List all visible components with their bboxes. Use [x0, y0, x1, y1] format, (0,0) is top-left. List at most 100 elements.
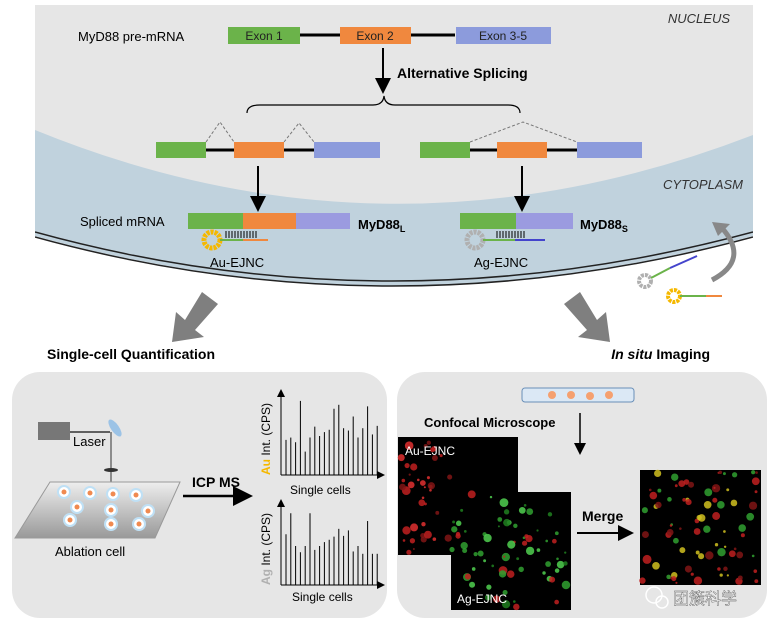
- fluorescence-spot: [733, 547, 737, 551]
- fluorescence-spot: [679, 527, 682, 530]
- fluorescence-spot: [748, 501, 758, 510]
- fluorescence-spot: [460, 542, 468, 550]
- fluorescence-spot: [751, 470, 756, 475]
- au-image-label: Au-EJNC: [405, 444, 455, 458]
- fluorescence-spot: [409, 538, 416, 544]
- fluorescence-spot: [696, 514, 702, 521]
- fluorescence-spot: [435, 510, 440, 515]
- fluorescence-spot: [525, 546, 535, 556]
- laser-icon: [38, 419, 122, 490]
- fluorescence-spot: [536, 529, 539, 532]
- fluorescence-spot: [521, 540, 528, 546]
- fluorescence-spot: [669, 524, 673, 527]
- fluorescence-spot: [536, 548, 541, 552]
- fluorescence-spot: [518, 566, 524, 573]
- cells: [57, 485, 155, 531]
- ag-chart-ylabel: Ag Int. (CPS): [259, 513, 273, 585]
- fluorescence-spot: [513, 603, 520, 611]
- fluorescence-spot: [654, 469, 662, 478]
- laser-label: Laser: [73, 434, 106, 449]
- fluorescence-spot: [460, 508, 464, 512]
- fluorescence-spot: [547, 512, 553, 517]
- fluorescence-spot: [501, 552, 510, 562]
- fluorescence-spot: [652, 561, 660, 570]
- splice-variant-long: [156, 121, 380, 158]
- fluorescence-spot: [451, 526, 458, 533]
- fluorescence-spot: [502, 589, 508, 596]
- fluorescence-spot: [447, 474, 453, 480]
- fluorescence-spot: [754, 579, 759, 584]
- fluorescence-spot: [714, 543, 719, 547]
- arrow-to-imaging: [564, 292, 610, 342]
- exon-2: [340, 27, 411, 44]
- fluorescence-spot: [731, 472, 738, 478]
- fluorescence-spot: [685, 498, 692, 506]
- fluorescence-spot: [473, 552, 478, 557]
- fluorescence-spot: [712, 497, 718, 503]
- fluorescence-spot: [688, 481, 695, 488]
- fluorescence-spot: [455, 520, 462, 527]
- fluorescence-spot: [693, 576, 703, 585]
- fluorescence-spot: [751, 554, 755, 558]
- au-ejnc-label: Au-EJNC: [210, 255, 264, 270]
- arrow-to-quantification: [172, 292, 218, 342]
- fluorescence-spot: [561, 580, 571, 590]
- fluorescence-spot: [455, 531, 461, 537]
- cell-membrane: [35, 231, 753, 282]
- fluorescence-spot: [420, 536, 427, 543]
- au-chart-ylabel: Au Int. (CPS): [259, 403, 273, 475]
- fluorescence-spot: [723, 545, 727, 549]
- fluorescence-spot: [407, 442, 411, 446]
- fluorescence-spot: [523, 504, 527, 507]
- fluorescence-spot: [452, 520, 456, 524]
- fluorescence-spot: [552, 538, 557, 544]
- fluorescence-spot: [483, 533, 492, 543]
- fluorescence-spot: [682, 497, 687, 502]
- fluorescence-spot: [499, 498, 509, 508]
- watermark: 团簇科学: [673, 590, 737, 608]
- fluorescence-spot: [722, 472, 726, 476]
- fluorescence-spot: [410, 463, 418, 471]
- fluorescence-spot: [426, 476, 430, 480]
- ag-nanocluster-icon: [464, 229, 545, 251]
- icp-ms-label: ICP MS: [192, 474, 240, 490]
- ag-confocal-image: [451, 492, 571, 610]
- splicing-label: Alternative Splicing: [397, 65, 528, 81]
- fluorescence-spot: [723, 566, 728, 572]
- fluorescence-spot: [503, 518, 511, 527]
- fluorescence-spot: [417, 478, 420, 482]
- fluorescence-spot: [666, 574, 671, 580]
- fluorescence-spot: [401, 478, 406, 483]
- fluorescence-spot: [564, 551, 567, 554]
- ag-ejnc-label: Ag-EJNC: [474, 255, 528, 270]
- fluorescence-spot: [554, 568, 560, 573]
- fluorescence-spot: [717, 547, 726, 557]
- ag-chart: [277, 499, 385, 589]
- fluorescence-spot: [444, 534, 452, 542]
- fluorescence-spot: [704, 488, 713, 497]
- fluorescence-spot: [678, 480, 686, 488]
- fluorescence-spot: [449, 546, 455, 553]
- fluorescence-spot: [639, 577, 646, 584]
- nucleus-label: NUCLEUS: [668, 11, 730, 26]
- fluorescence-spot: [432, 537, 437, 541]
- fluorescence-spot: [462, 548, 468, 554]
- au-chart-xlabel: Single cells: [290, 483, 351, 497]
- fluorescence-spot: [402, 539, 406, 542]
- fluorescence-spot: [671, 473, 679, 481]
- fluorescence-spot: [477, 550, 484, 557]
- probe-entry-icon: [637, 222, 737, 304]
- mrna-long: [188, 213, 350, 229]
- fluorescence-spot: [695, 550, 700, 555]
- fluorescence-spot: [469, 581, 476, 588]
- fluorescence-spot: [430, 447, 435, 453]
- culture-dish-icon: [521, 387, 635, 403]
- fluorescence-spot: [698, 553, 705, 560]
- fluorescence-spot: [705, 551, 714, 560]
- isoform-long-label: MyD88L: [358, 217, 406, 234]
- fluorescence-spot: [703, 525, 711, 533]
- fluorescence-spot: [524, 534, 529, 539]
- fluorescence-spot: [423, 486, 426, 489]
- fluorescence-spot: [406, 549, 412, 555]
- fluorescence-spot: [717, 501, 725, 509]
